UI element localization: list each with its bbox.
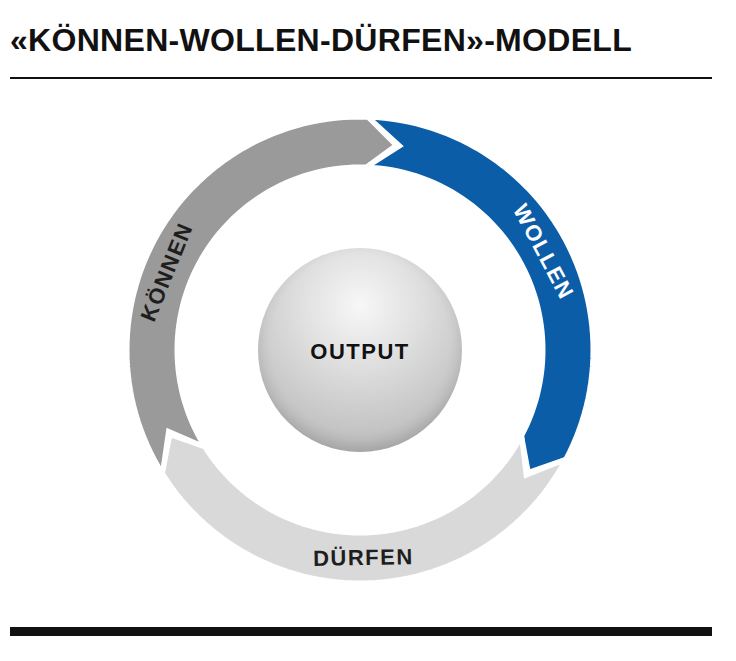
- arc-label: KÖNNEN: [136, 219, 199, 325]
- title-rule: [10, 77, 712, 79]
- arrow-band: [366, 117, 593, 472]
- arc-shape: [113, 103, 607, 597]
- permission-arc: DÜRFEN: [113, 103, 607, 597]
- arc-label: DÜRFEN: [313, 544, 414, 572]
- diagram-title: «KÖNNEN-WOLLEN-DÜRFEN»-MODELL: [10, 22, 632, 59]
- arrow-band: [127, 117, 396, 473]
- arc-shape: [113, 103, 607, 597]
- ability-arc: KÖNNEN: [113, 103, 607, 597]
- center-label: OUTPUT: [310, 339, 409, 365]
- will-arc: WOLLEN: [113, 103, 607, 597]
- arrow-band: [162, 435, 565, 583]
- arc-shape: [113, 103, 607, 597]
- output-sphere: OUTPUT: [258, 248, 462, 452]
- bottom-bar: [10, 627, 712, 636]
- arc-label: WOLLEN: [508, 200, 580, 304]
